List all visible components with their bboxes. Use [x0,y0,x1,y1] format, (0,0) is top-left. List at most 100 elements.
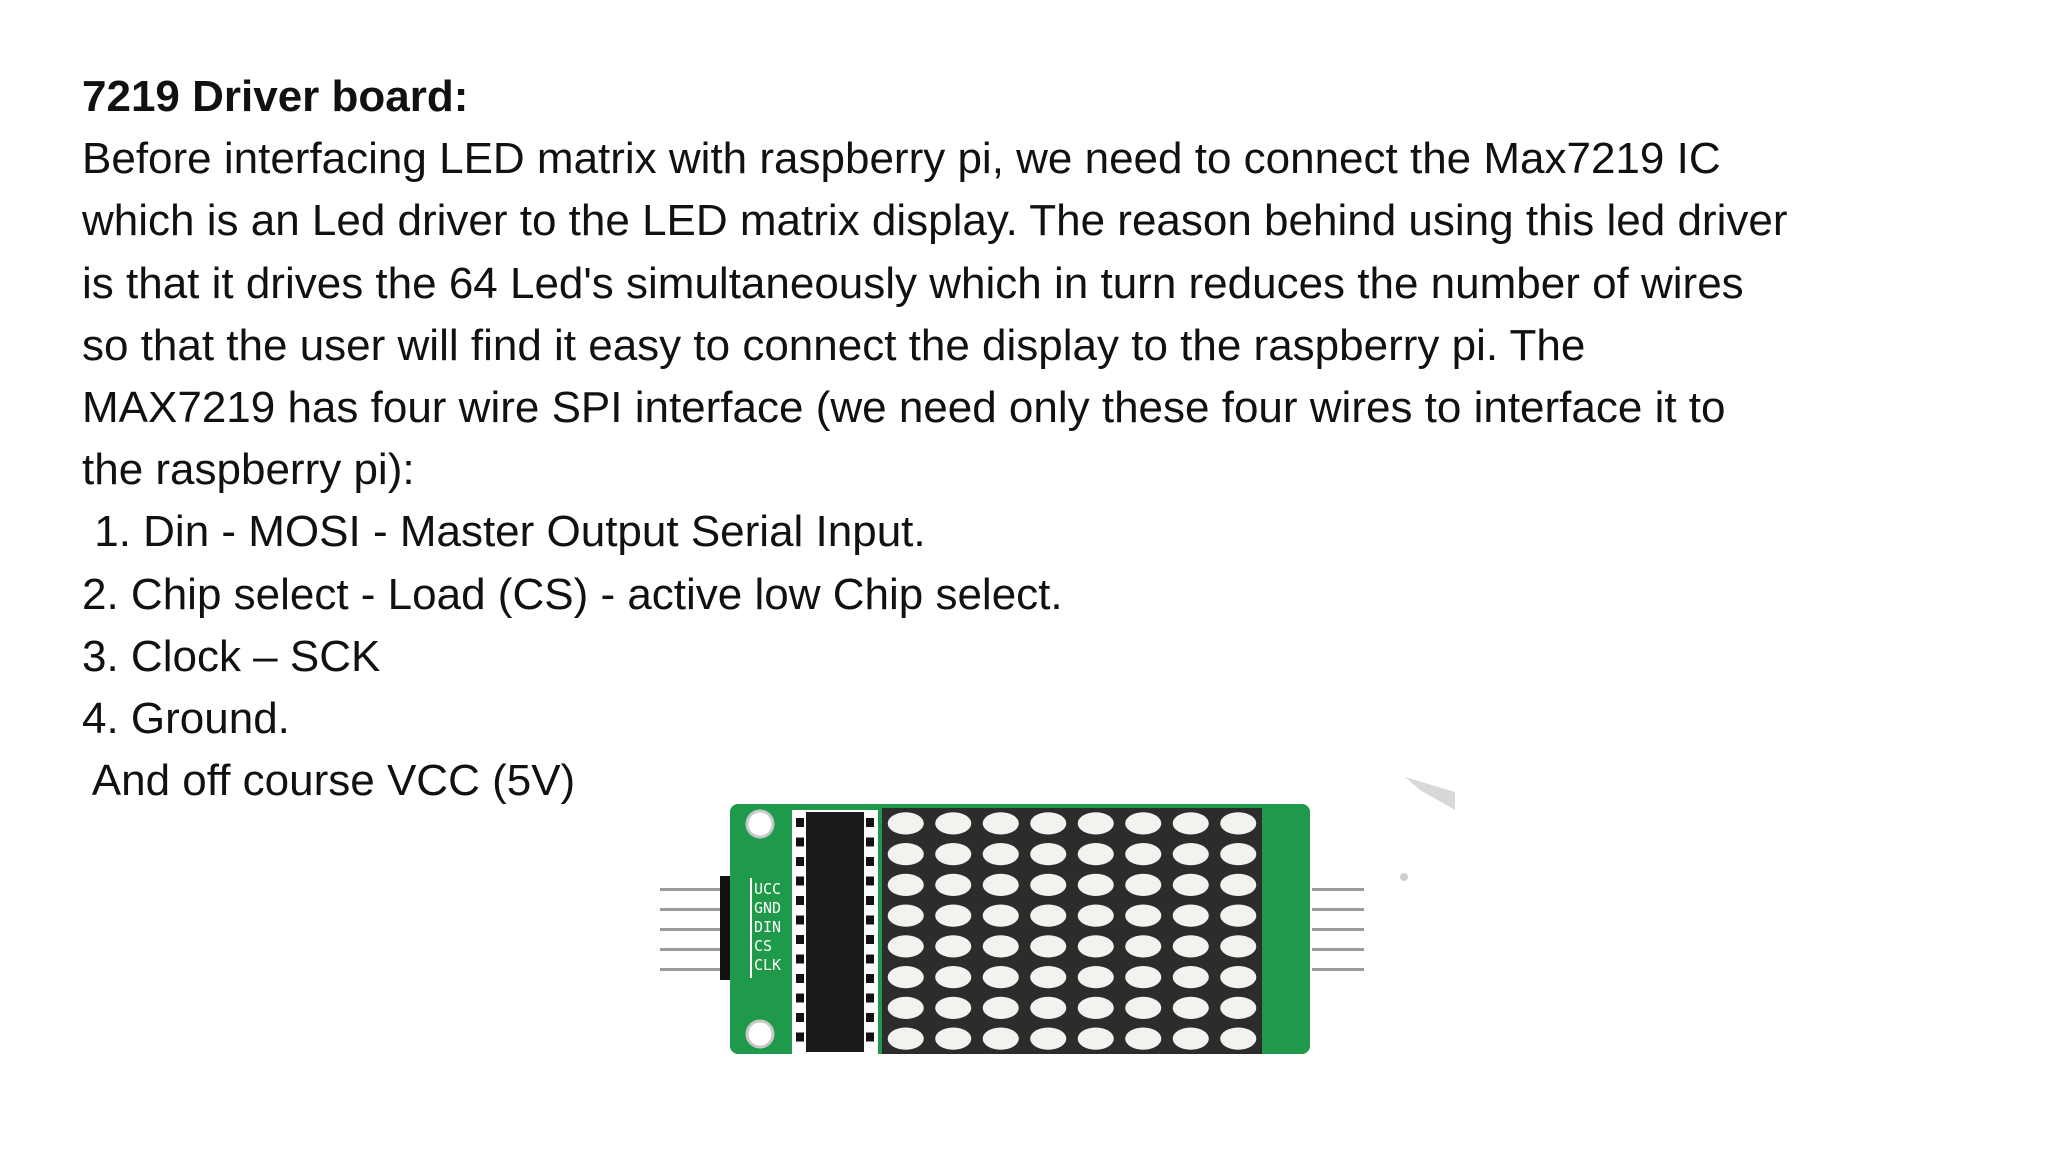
paragraph-line: so that the user will find it easy to co… [82,320,1586,370]
pin-labels: UCC GND DIN CS CLK [754,880,781,974]
max7219-ic [792,810,878,1054]
led-dot [935,904,972,927]
led-dot [1030,935,1067,958]
led-dot [982,935,1019,958]
led-dot [1220,966,1257,989]
led-dot [1125,935,1162,958]
ic-pin [866,1032,874,1042]
led-dot [1077,873,1114,896]
led-dot [1125,873,1162,896]
led-dot [887,904,924,927]
ic-pin [866,915,874,925]
led-dot [1125,843,1162,866]
led-dot [1030,966,1067,989]
list-item: 3. Clock – SCK [82,631,381,681]
ic-pin [866,876,874,886]
led-dot [982,873,1019,896]
ic-pin [796,876,804,886]
ic-pin [866,935,874,944]
paragraph-line: which is an Led driver to the LED matrix… [82,196,1788,246]
led-dot [1172,904,1209,927]
list-item: 4. Ground. [82,693,290,743]
led-dot [1220,812,1257,835]
paragraph-line: is that it drives the 64 Led's simultane… [82,258,1744,308]
ic-pin [796,974,804,983]
led-dot [1030,812,1067,835]
led-dot [935,1027,972,1050]
led-dot [1077,904,1114,927]
ic-pin [796,896,804,905]
led-dot [1220,1027,1257,1050]
led-dot [1030,904,1067,927]
led-dot [1077,966,1114,989]
led-dot [935,935,972,958]
led-dot [1172,996,1209,1019]
led-dot [887,843,924,866]
heading: 7219 Driver board: [82,72,469,121]
led-dot [1030,996,1067,1019]
led-dot [1125,996,1162,1019]
paragraph-line: MAX7219 has four wire SPI interface (we … [82,382,1726,432]
paragraph-line: the raspberry pi): [82,445,415,495]
list-item: 1. Din - MOSI - Master Output Serial Inp… [82,507,926,557]
led-dot [935,996,972,1019]
led-dot [1125,1027,1162,1050]
ic-pin [866,857,874,866]
ic-pin [796,915,804,925]
led-dot [982,843,1019,866]
pin-label-din: DIN [754,918,781,936]
led-dot [1030,843,1067,866]
ic-pin [866,896,874,905]
pin-label-cs: CS [754,937,772,955]
led-dot [935,873,972,896]
led-dot [887,966,924,989]
led-dot [1125,812,1162,835]
led-dot [982,904,1019,927]
led-dot [982,812,1019,835]
led-dot [1172,935,1209,958]
led-dot [1030,1027,1067,1050]
led-dot [982,966,1019,989]
led-dot [1125,966,1162,989]
mounting-hole [745,809,775,839]
led-dot [935,843,972,866]
ic-pin [796,993,804,1003]
led-dot [1077,1027,1114,1050]
ic-pin [796,954,804,964]
max7219-module-photo: UCC GND DIN CS CLK [620,772,1460,1092]
ic-pin [866,1013,874,1022]
led-dot [887,812,924,835]
ic-pin [796,1032,804,1042]
led-dot [1220,904,1257,927]
led-dot [1172,1027,1209,1050]
mounting-hole [745,1019,775,1049]
pin-label-clk: CLK [754,956,781,974]
led-dot [935,966,972,989]
ic-pin [796,935,804,944]
led-dot [887,1027,924,1050]
led-dot [887,873,924,896]
pin-label-ucc: UCC [754,880,781,898]
ic-pin [866,974,874,983]
led-dot [982,1027,1019,1050]
led-dot [1030,873,1067,896]
ic-pin [866,837,874,847]
led-dot [1077,935,1114,958]
ic-pin [796,1013,804,1022]
led-dot [982,996,1019,1019]
led-dot [1077,812,1114,835]
led-dot [1172,843,1209,866]
ic-pin [866,818,874,827]
led-dot [887,935,924,958]
footer-line: And off course VCC (5V) [82,756,576,806]
led-dot [1172,873,1209,896]
led-matrix [882,808,1262,1054]
led-dot [1220,843,1257,866]
pin-label-gnd: GND [754,899,781,917]
led-dot [1172,966,1209,989]
paragraph-line: Before interfacing LED matrix with raspb… [82,134,1721,184]
led-dot [1077,843,1114,866]
list-item: 2. Chip select - Load (CS) - active low … [82,569,1063,619]
led-dot [1125,904,1162,927]
